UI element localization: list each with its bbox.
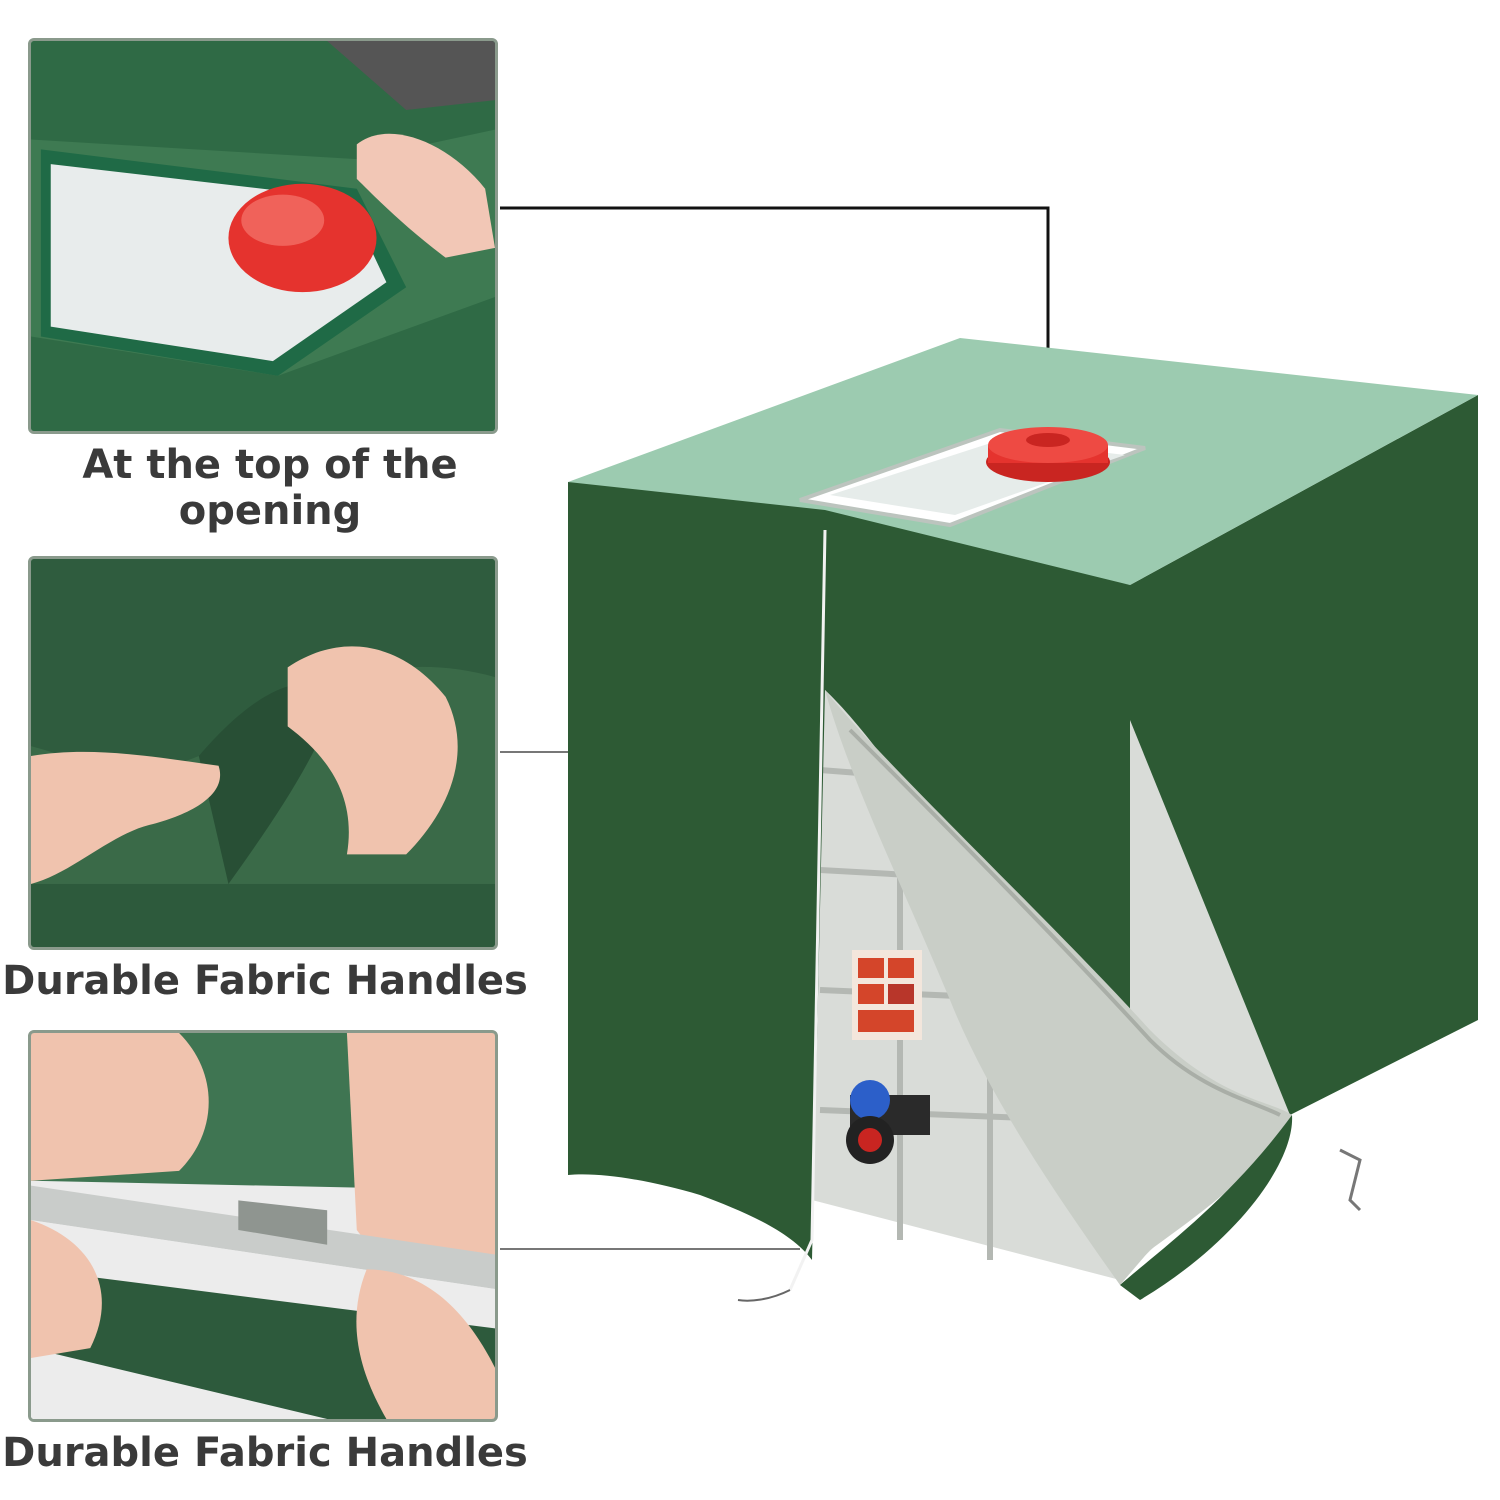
detail-photo-fabric-handles-2 — [28, 1030, 498, 1422]
warning-label-icon — [852, 950, 922, 1040]
detail-photo-top-opening — [28, 38, 498, 434]
valve-icon — [846, 1080, 930, 1164]
red-filler-cap-icon — [986, 427, 1110, 482]
detail-photo-fabric-handles-1 — [28, 556, 498, 950]
caption-fabric-handles-1: Durable Fabric Handles — [2, 958, 528, 1004]
caption-fabric-handles-2: Durable Fabric Handles — [2, 1430, 528, 1476]
folded-flap-lining-icon — [825, 690, 1292, 1285]
cover-front-left-icon — [568, 482, 825, 1260]
caption-top-opening: At the top of the opening — [82, 442, 458, 534]
